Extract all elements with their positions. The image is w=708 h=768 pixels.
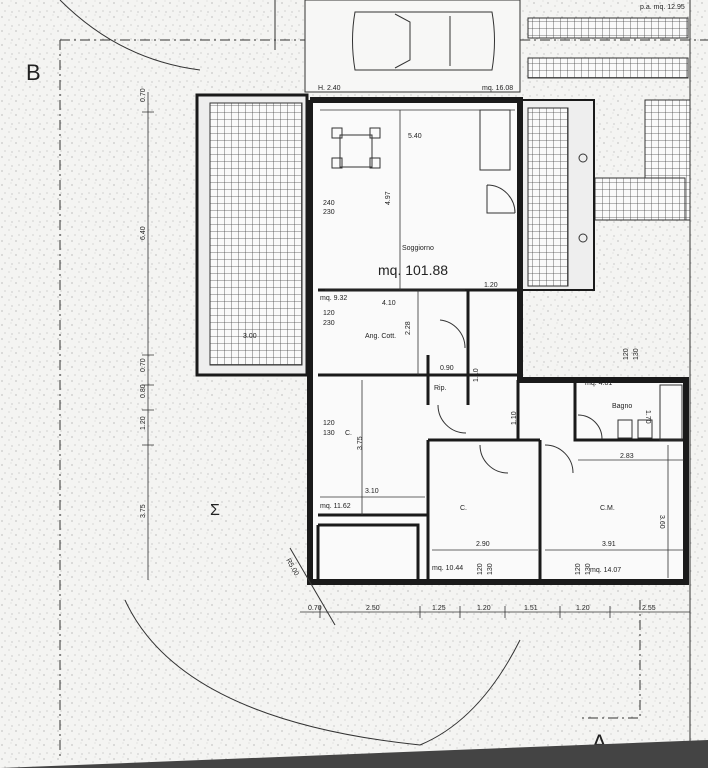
right-terrace-tiles bbox=[527, 107, 569, 287]
terrace-area-label: p.a. mq. 12.95 bbox=[640, 4, 685, 11]
door-bath bbox=[577, 414, 603, 440]
interior-dimensions: 5.40 4.97 240 230 4.10 2.28 120 230 1.20… bbox=[320, 109, 684, 578]
svg-text:2.55: 2.55 bbox=[642, 605, 656, 612]
drain-2 bbox=[578, 233, 588, 243]
svg-text:0.70: 0.70 bbox=[140, 358, 147, 372]
dim-130b: 130 bbox=[323, 430, 335, 437]
dim-130d: 130 bbox=[487, 563, 494, 575]
c-room2-label: C. bbox=[345, 430, 352, 437]
svg-text:2.50: 2.50 bbox=[366, 605, 380, 612]
total-area-label: mq. 101.88 bbox=[378, 262, 448, 278]
bath-area-label: mq. 4.81 bbox=[585, 380, 612, 387]
bottom-band bbox=[0, 740, 708, 768]
bath-wc bbox=[637, 419, 653, 439]
dim-110b: 1.10 bbox=[511, 411, 518, 425]
cm-room-label: C.M. bbox=[600, 505, 615, 512]
garden-area-label: mq. 16.08 bbox=[482, 85, 513, 92]
left-terrace-tiles bbox=[209, 102, 303, 366]
dim-110a: 1.10 bbox=[473, 368, 480, 382]
garden-symbol: Σ bbox=[210, 502, 220, 519]
bath-sink bbox=[617, 419, 633, 439]
top-arc bbox=[59, 0, 201, 71]
svg-text:6.40: 6.40 bbox=[140, 226, 147, 240]
svg-text:0.80: 0.80 bbox=[140, 384, 147, 398]
dim-120: 1.20 bbox=[484, 282, 498, 289]
soggiorno-label: Soggiorno bbox=[402, 245, 434, 252]
bed3-area-label: mq. 14.07 bbox=[590, 567, 621, 574]
door-bed3 bbox=[544, 444, 574, 474]
svg-text:1.25: 1.25 bbox=[432, 605, 446, 612]
door-kitchen bbox=[439, 319, 466, 349]
kitchen-area-label: mq. 9.32 bbox=[320, 295, 347, 302]
svg-text:1.20: 1.20 bbox=[576, 605, 590, 612]
bottom-dimension-chain: 0.70 2.50 1.25 1.20 1.51 1.20 2.55 bbox=[300, 605, 690, 618]
dim-540: 5.40 bbox=[408, 133, 422, 140]
left-dimension-chain: 0.70 6.40 0.70 0.80 1.20 3.75 bbox=[140, 88, 154, 580]
svg-text:1.51: 1.51 bbox=[524, 605, 538, 612]
svg-text:0.70: 0.70 bbox=[308, 605, 322, 612]
dim-497: 4.97 bbox=[385, 191, 392, 205]
paving-top: p.a. mq. 12.95 bbox=[527, 4, 689, 79]
drain-1 bbox=[578, 153, 588, 163]
dim-240: 240 bbox=[323, 200, 335, 207]
svg-text:1.20: 1.20 bbox=[140, 416, 147, 430]
dim-410: 4.10 bbox=[382, 300, 396, 307]
dim-120e: 120 bbox=[575, 563, 582, 575]
dim-120a: 120 bbox=[323, 310, 335, 317]
dim-090: 0.90 bbox=[440, 365, 454, 372]
car-outline bbox=[352, 11, 495, 71]
rip-label: Rip. bbox=[434, 385, 447, 392]
dim-375: 3.75 bbox=[357, 436, 364, 450]
section-b-label: B bbox=[26, 60, 41, 85]
bagno-label: Bagno bbox=[612, 403, 632, 410]
dim-130e: 130 bbox=[585, 563, 592, 575]
dim-391: 3.91 bbox=[602, 541, 616, 548]
dim-228: 2.28 bbox=[405, 321, 412, 335]
svg-text:1.20: 1.20 bbox=[477, 605, 491, 612]
dim-120b: 120 bbox=[323, 420, 335, 427]
door-bed1 bbox=[437, 404, 467, 434]
dim-230a: 230 bbox=[323, 320, 335, 327]
bed2-area-label: mq. 10.44 bbox=[432, 565, 463, 572]
dim-310: 3.10 bbox=[365, 488, 379, 495]
diag-line bbox=[289, 547, 336, 626]
bath-shower bbox=[659, 384, 683, 441]
driveway bbox=[304, 0, 521, 93]
c-room-label: C. bbox=[460, 505, 467, 512]
dining-table bbox=[331, 127, 381, 169]
h-label: H. 2.40 bbox=[318, 85, 341, 92]
apartment-walls bbox=[307, 97, 689, 585]
ang-cott-label: Ang. Cott. bbox=[365, 333, 396, 340]
dim-230: 230 bbox=[323, 209, 335, 216]
paving-right-2 bbox=[594, 177, 686, 221]
door-bed2 bbox=[479, 444, 509, 474]
dim-360: 3.60 bbox=[658, 515, 665, 529]
bed1-area-label: mq. 11.62 bbox=[320, 503, 351, 510]
dim-170: 1.70 bbox=[644, 410, 651, 424]
svg-text:0.70: 0.70 bbox=[140, 88, 147, 102]
dim-120d: 120 bbox=[477, 563, 484, 575]
dim-283: 2.83 bbox=[620, 453, 634, 460]
door-living bbox=[486, 184, 516, 214]
dim-120c: 120 bbox=[623, 348, 630, 360]
garden-arc bbox=[124, 599, 521, 746]
dim-130c: 130 bbox=[633, 348, 640, 360]
dim-290: 2.90 bbox=[476, 541, 490, 548]
svg-text:3.75: 3.75 bbox=[140, 504, 147, 518]
dim-300: 3.00 bbox=[243, 333, 257, 340]
